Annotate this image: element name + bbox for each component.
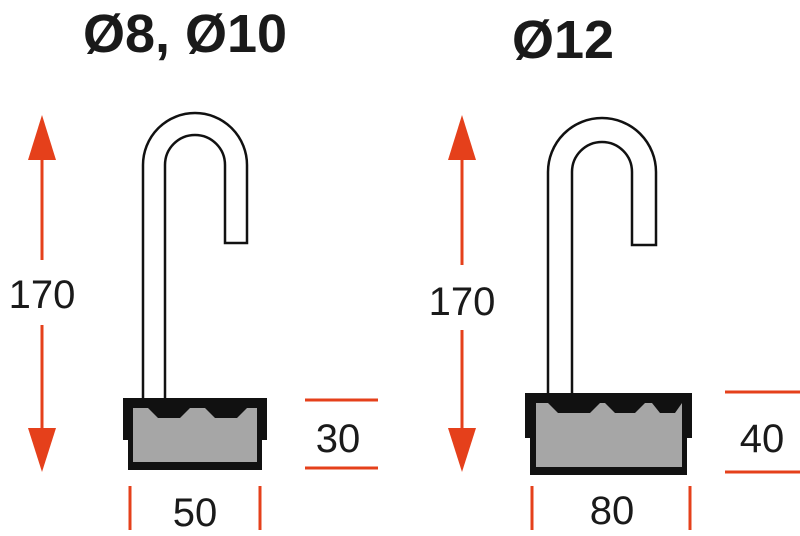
- left-height-label: 170: [9, 273, 76, 317]
- right-height-arrow: [448, 115, 476, 472]
- left-base-height-label: 30: [316, 417, 361, 461]
- right-base-height-label: 40: [740, 417, 785, 461]
- left-variant: Ø8, Ø10 170 30 50: [9, 4, 378, 535]
- right-base-width-label: 80: [590, 489, 635, 533]
- right-base-height-dimension: [725, 390, 800, 474]
- right-base-width-dimension: [530, 486, 692, 530]
- left-base-width-label: 50: [173, 491, 218, 535]
- right-variant: Ø12 170 40 80: [429, 10, 800, 533]
- left-hook: [141, 111, 249, 402]
- left-base-height-dimension: [305, 398, 378, 470]
- right-hook: [546, 116, 658, 398]
- right-title: Ø12: [512, 10, 614, 70]
- left-height-arrow: [28, 115, 56, 472]
- left-title: Ø8, Ø10: [83, 4, 287, 64]
- right-base: [525, 393, 692, 475]
- right-height-label: 170: [429, 280, 496, 324]
- left-base: [123, 398, 267, 470]
- left-base-width-dimension: [128, 486, 262, 530]
